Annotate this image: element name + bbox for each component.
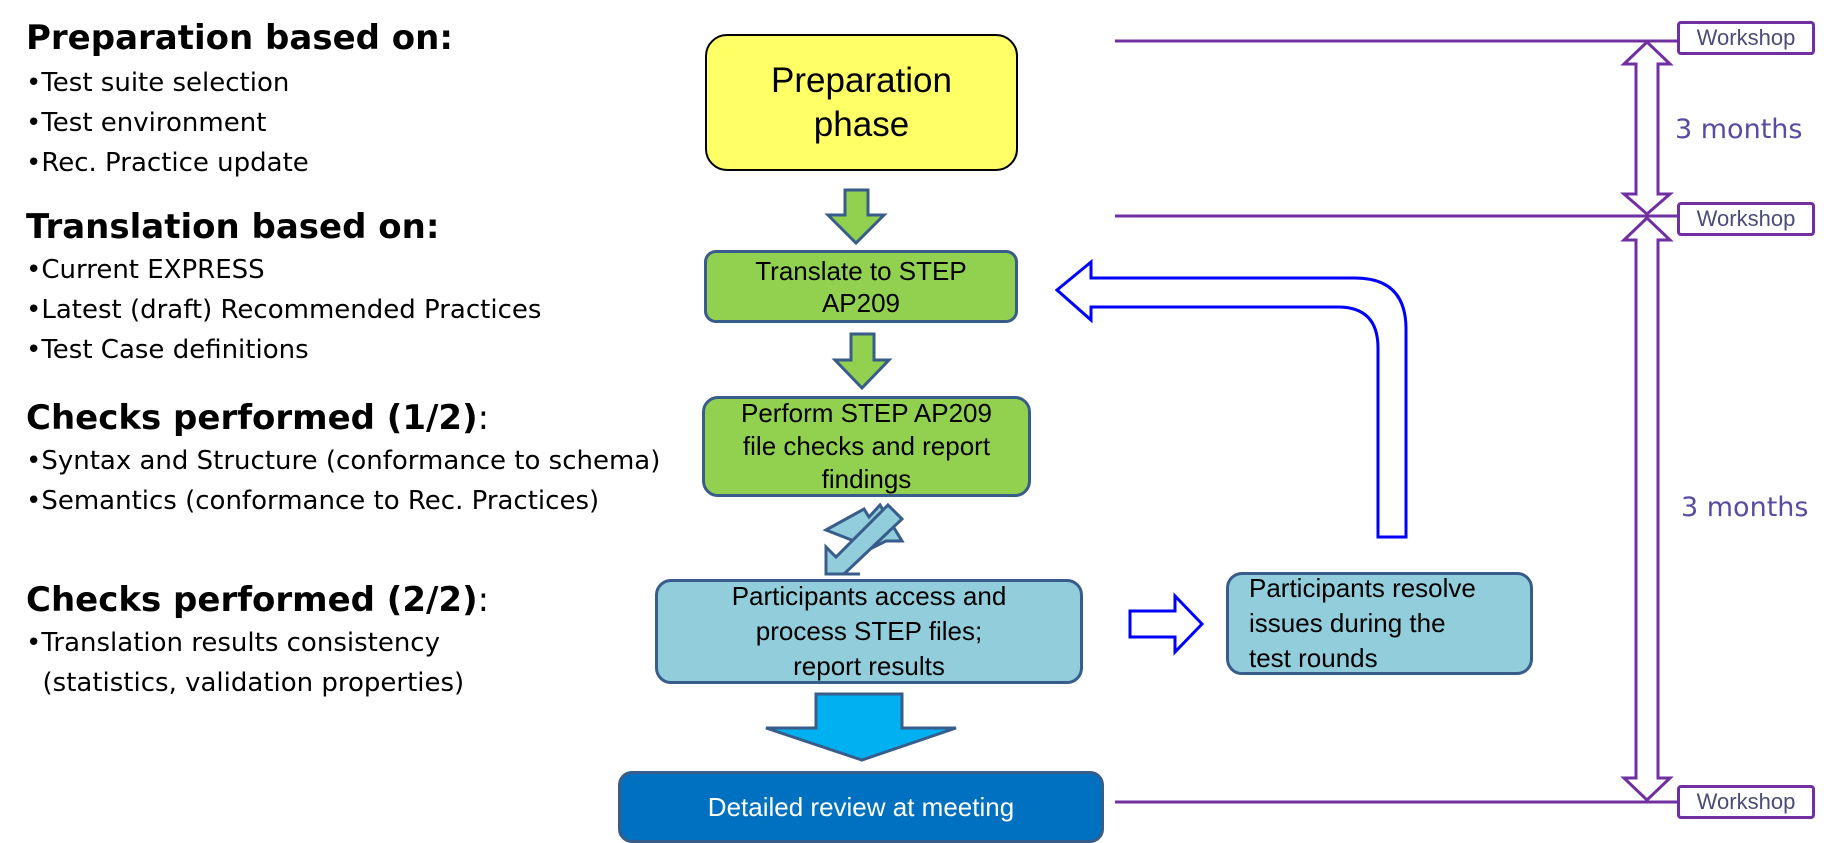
participants-process-box: Participants access and process STEP fil… <box>655 579 1083 684</box>
bullet-item: •Rec. Practice update <box>26 148 309 178</box>
section-heading-checks-1: Checks performed (1/2): <box>26 398 490 438</box>
duration-arrow-2 <box>1620 215 1674 803</box>
right-arrow <box>1128 592 1205 656</box>
file-checks-box: Perform STEP AP209 file checks and repor… <box>702 396 1031 497</box>
down-arrow-1 <box>824 188 888 246</box>
section-heading-preparation: Preparation based on: <box>26 18 453 58</box>
duration-label-2: 3 months <box>1681 492 1809 523</box>
big-down-arrow <box>765 692 957 762</box>
down-arrow-2 <box>831 332 893 391</box>
bullet-item: •Translation results consistency <box>26 628 440 658</box>
translate-box: Translate to STEP AP209 <box>704 250 1018 323</box>
section-heading-translation: Translation based on: <box>26 207 440 247</box>
bullet-item: •Syntax and Structure (conformance to sc… <box>26 446 661 476</box>
bullet-item: •Test suite selection <box>26 68 290 98</box>
feedback-arrow <box>1054 258 1408 539</box>
workshop-tag-top: Workshop <box>1677 21 1815 55</box>
workshop-tag-bottom: Workshop <box>1677 785 1815 819</box>
section-heading-checks-2: Checks performed (2/2): <box>26 580 490 620</box>
bullet-item: •Latest (draft) Recommended Practices <box>26 295 542 325</box>
workshop-tag-mid: Workshop <box>1677 202 1815 236</box>
duration-arrow-1 <box>1619 39 1675 216</box>
bullet-item: •Test Case definitions <box>26 335 309 365</box>
bullet-item: (statistics, validation properties) <box>26 668 465 698</box>
bullet-item: •Semantics (conformance to Rec. Practice… <box>26 486 600 516</box>
crossed-arrows-icon <box>822 502 905 576</box>
bullet-item: •Current EXPRESS <box>26 255 265 285</box>
participants-resolve-box: Participants resolve issues during the t… <box>1226 572 1533 675</box>
detailed-review-box: Detailed review at meeting <box>618 771 1104 843</box>
bullet-item: •Test environment <box>26 108 267 138</box>
preparation-phase-box: Preparation phase <box>705 34 1018 171</box>
duration-label-1: 3 months <box>1675 114 1803 145</box>
